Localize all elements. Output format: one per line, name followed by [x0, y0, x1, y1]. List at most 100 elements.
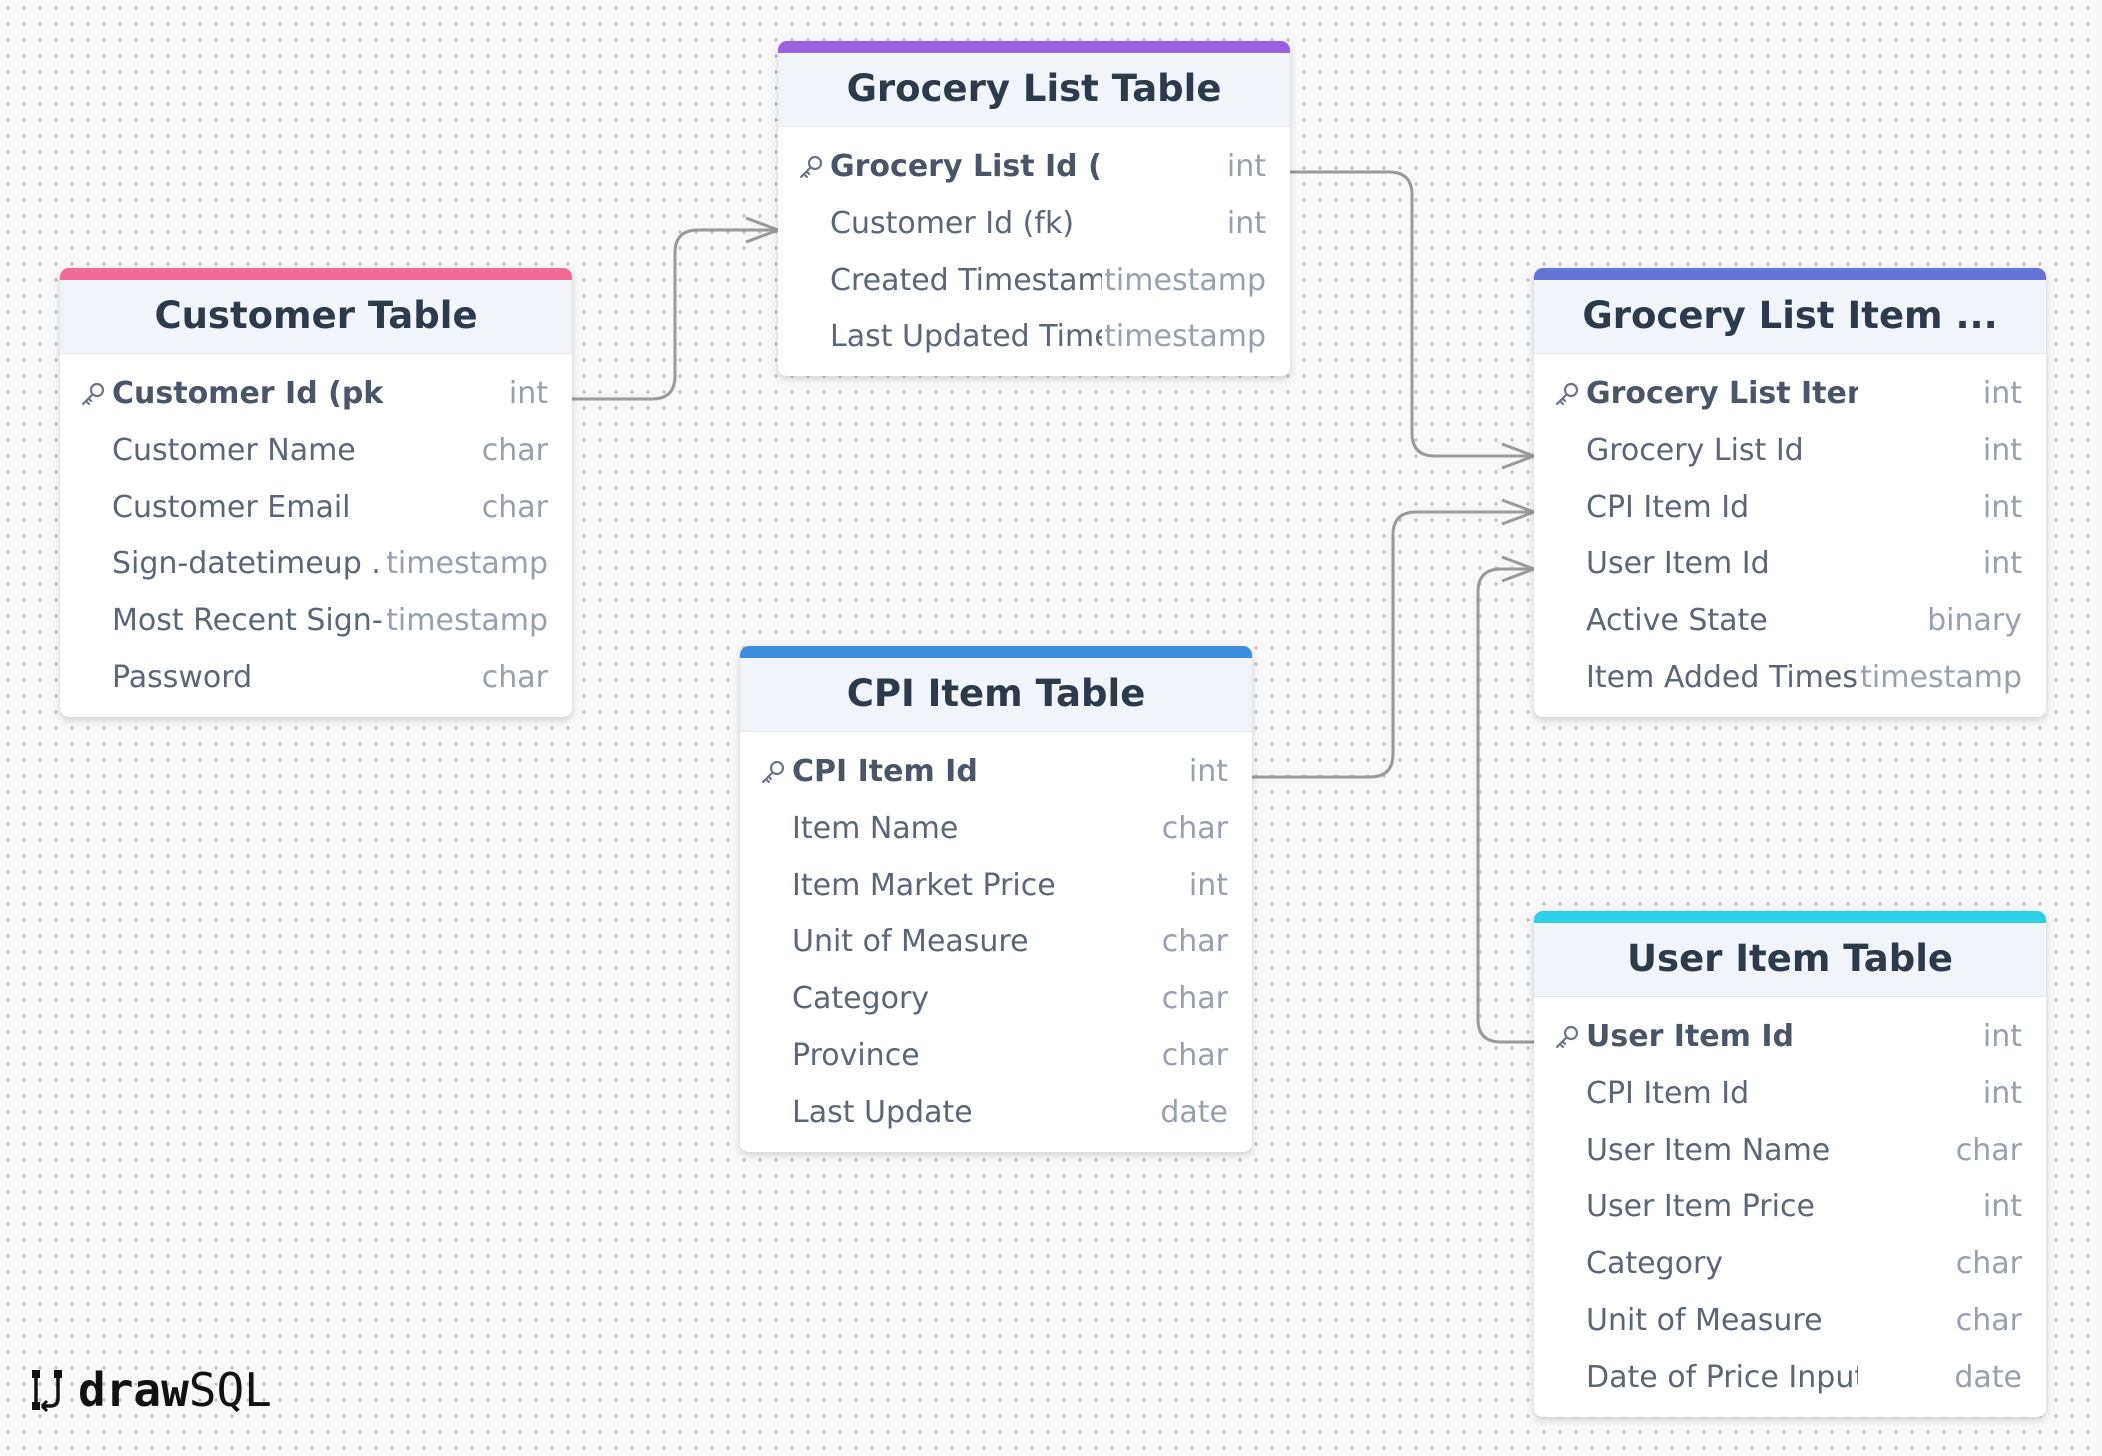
table-header[interactable]: Grocery List Item ...: [1534, 268, 2046, 354]
field-name: Grocery List Id (pk): [830, 149, 1102, 184]
crows-foot-item-user-item-id: [1496, 555, 1535, 583]
field-type: int: [1982, 376, 2022, 411]
field-name: Last Update: [792, 1094, 973, 1130]
field-row-user-item-name[interactable]: User Item Name char: [1534, 1121, 2046, 1178]
field-type: timestamp: [386, 546, 548, 582]
field-type: timestamp: [1860, 659, 2022, 695]
connector-customer-to-grocery-list[interactable]: [572, 228, 778, 401]
field-row-date-of-price-input[interactable]: Date of Price Input date: [1534, 1348, 2046, 1405]
field-row-customer-email[interactable]: Customer Email char: [60, 478, 572, 535]
field-type: timestamp: [1104, 319, 1266, 355]
table-title: User Item Table: [1627, 937, 1953, 980]
field-row-user-item-price[interactable]: User Item Price int: [1534, 1177, 2046, 1234]
field-row-sign-datetimeup[interactable]: Sign-datetimeup ...timestamp: [60, 534, 572, 591]
key-icon: [798, 153, 824, 179]
field-type: char: [1955, 1246, 2022, 1282]
field-name: Grocery List Id: [1586, 432, 1804, 468]
field-row-customer-name[interactable]: Customer Name char: [60, 421, 572, 478]
field-type: int: [1982, 546, 2022, 582]
field-row-cpi-item-id[interactable]: CPI Item Id int: [740, 742, 1252, 799]
field-name: User Item Price: [1586, 1189, 1815, 1225]
field-name: Unit of Measure: [792, 924, 1029, 960]
field-row-customer-id-pk[interactable]: Customer Id (pk) int: [60, 364, 572, 421]
table-header[interactable]: CPI Item Table: [740, 646, 1252, 732]
field-name: Active State: [1586, 603, 1768, 639]
field-type: date: [1954, 1359, 2022, 1395]
field-name: Customer Id (pk): [112, 376, 384, 411]
field-name: Date of Price Input: [1586, 1359, 1858, 1395]
field-row-unit-of-measure[interactable]: Unit of Measure char: [740, 912, 1252, 969]
field-name: User Item Name: [1586, 1132, 1831, 1168]
field-name: Category: [792, 981, 930, 1017]
table-header[interactable]: Customer Table: [60, 268, 572, 354]
field-name: Item Added Timest: [1586, 659, 1858, 695]
grocery-list-item-table[interactable]: Grocery List Item ... Grocery List Item I…: [1534, 268, 2046, 717]
field-type: char: [481, 489, 548, 525]
field-type: int: [1226, 149, 1266, 184]
field-type: int: [508, 376, 548, 411]
field-type: int: [1982, 1075, 2022, 1111]
crows-foot-item-cpi-id: [1496, 498, 1535, 526]
logo-text-draw: draw: [78, 1363, 189, 1417]
key-icon: [80, 380, 106, 406]
field-type: char: [1955, 1302, 2022, 1338]
field-type: char: [1161, 1037, 1228, 1073]
field-type: binary: [1927, 603, 2022, 639]
field-name: Item Name: [792, 810, 959, 846]
field-type: int: [1188, 754, 1228, 789]
field-name: Customer Email: [112, 489, 351, 525]
connector-cpi-to-item[interactable]: [1252, 510, 1534, 779]
table-header[interactable]: Grocery List Table: [778, 41, 1290, 127]
field-row-cpi-item-id[interactable]: CPI Item Id int: [1534, 1064, 2046, 1121]
field-type: int: [1982, 1019, 2022, 1054]
field-name: Most Recent Sign-i: [112, 603, 384, 639]
field-type: timestamp: [1104, 262, 1266, 298]
field-type: int: [1982, 489, 2022, 525]
field-name: User Item Id: [1586, 546, 1770, 582]
field-type: char: [1955, 1132, 2022, 1168]
field-row-user-item-id[interactable]: User Item Id int: [1534, 534, 2046, 591]
connector-user-item-to-item[interactable]: [1476, 567, 1534, 1044]
field-row-cpi-item-id[interactable]: CPI Item Id int: [1534, 478, 2046, 535]
connector-grocery-list-to-item[interactable]: [1290, 170, 1534, 458]
field-name: CPI Item Id: [792, 754, 978, 789]
field-name: Customer Id (fk): [830, 205, 1075, 241]
crows-foot-grocery-list: [740, 216, 779, 244]
field-type: char: [481, 432, 548, 468]
field-name: Last Updated Time: [830, 319, 1102, 355]
field-row-active-state[interactable]: Active State binary: [1534, 591, 2046, 648]
field-type: timestamp: [386, 603, 548, 639]
field-name: Customer Name: [112, 432, 356, 468]
field-name: CPI Item Id: [1586, 1075, 1750, 1111]
field-type: int: [1982, 1189, 2022, 1225]
field-row-item-name[interactable]: Item Name char: [740, 799, 1252, 856]
field-type: char: [1161, 810, 1228, 846]
field-row-grocery-list-id-pk[interactable]: Grocery List Id (pk) int: [778, 137, 1290, 194]
field-type: char: [1161, 924, 1228, 960]
table-header[interactable]: User Item Table: [1534, 911, 2046, 997]
field-name: CPI Item Id: [1586, 489, 1750, 525]
field-row-customer-id-fk[interactable]: Customer Id (fk)int: [778, 194, 1290, 251]
